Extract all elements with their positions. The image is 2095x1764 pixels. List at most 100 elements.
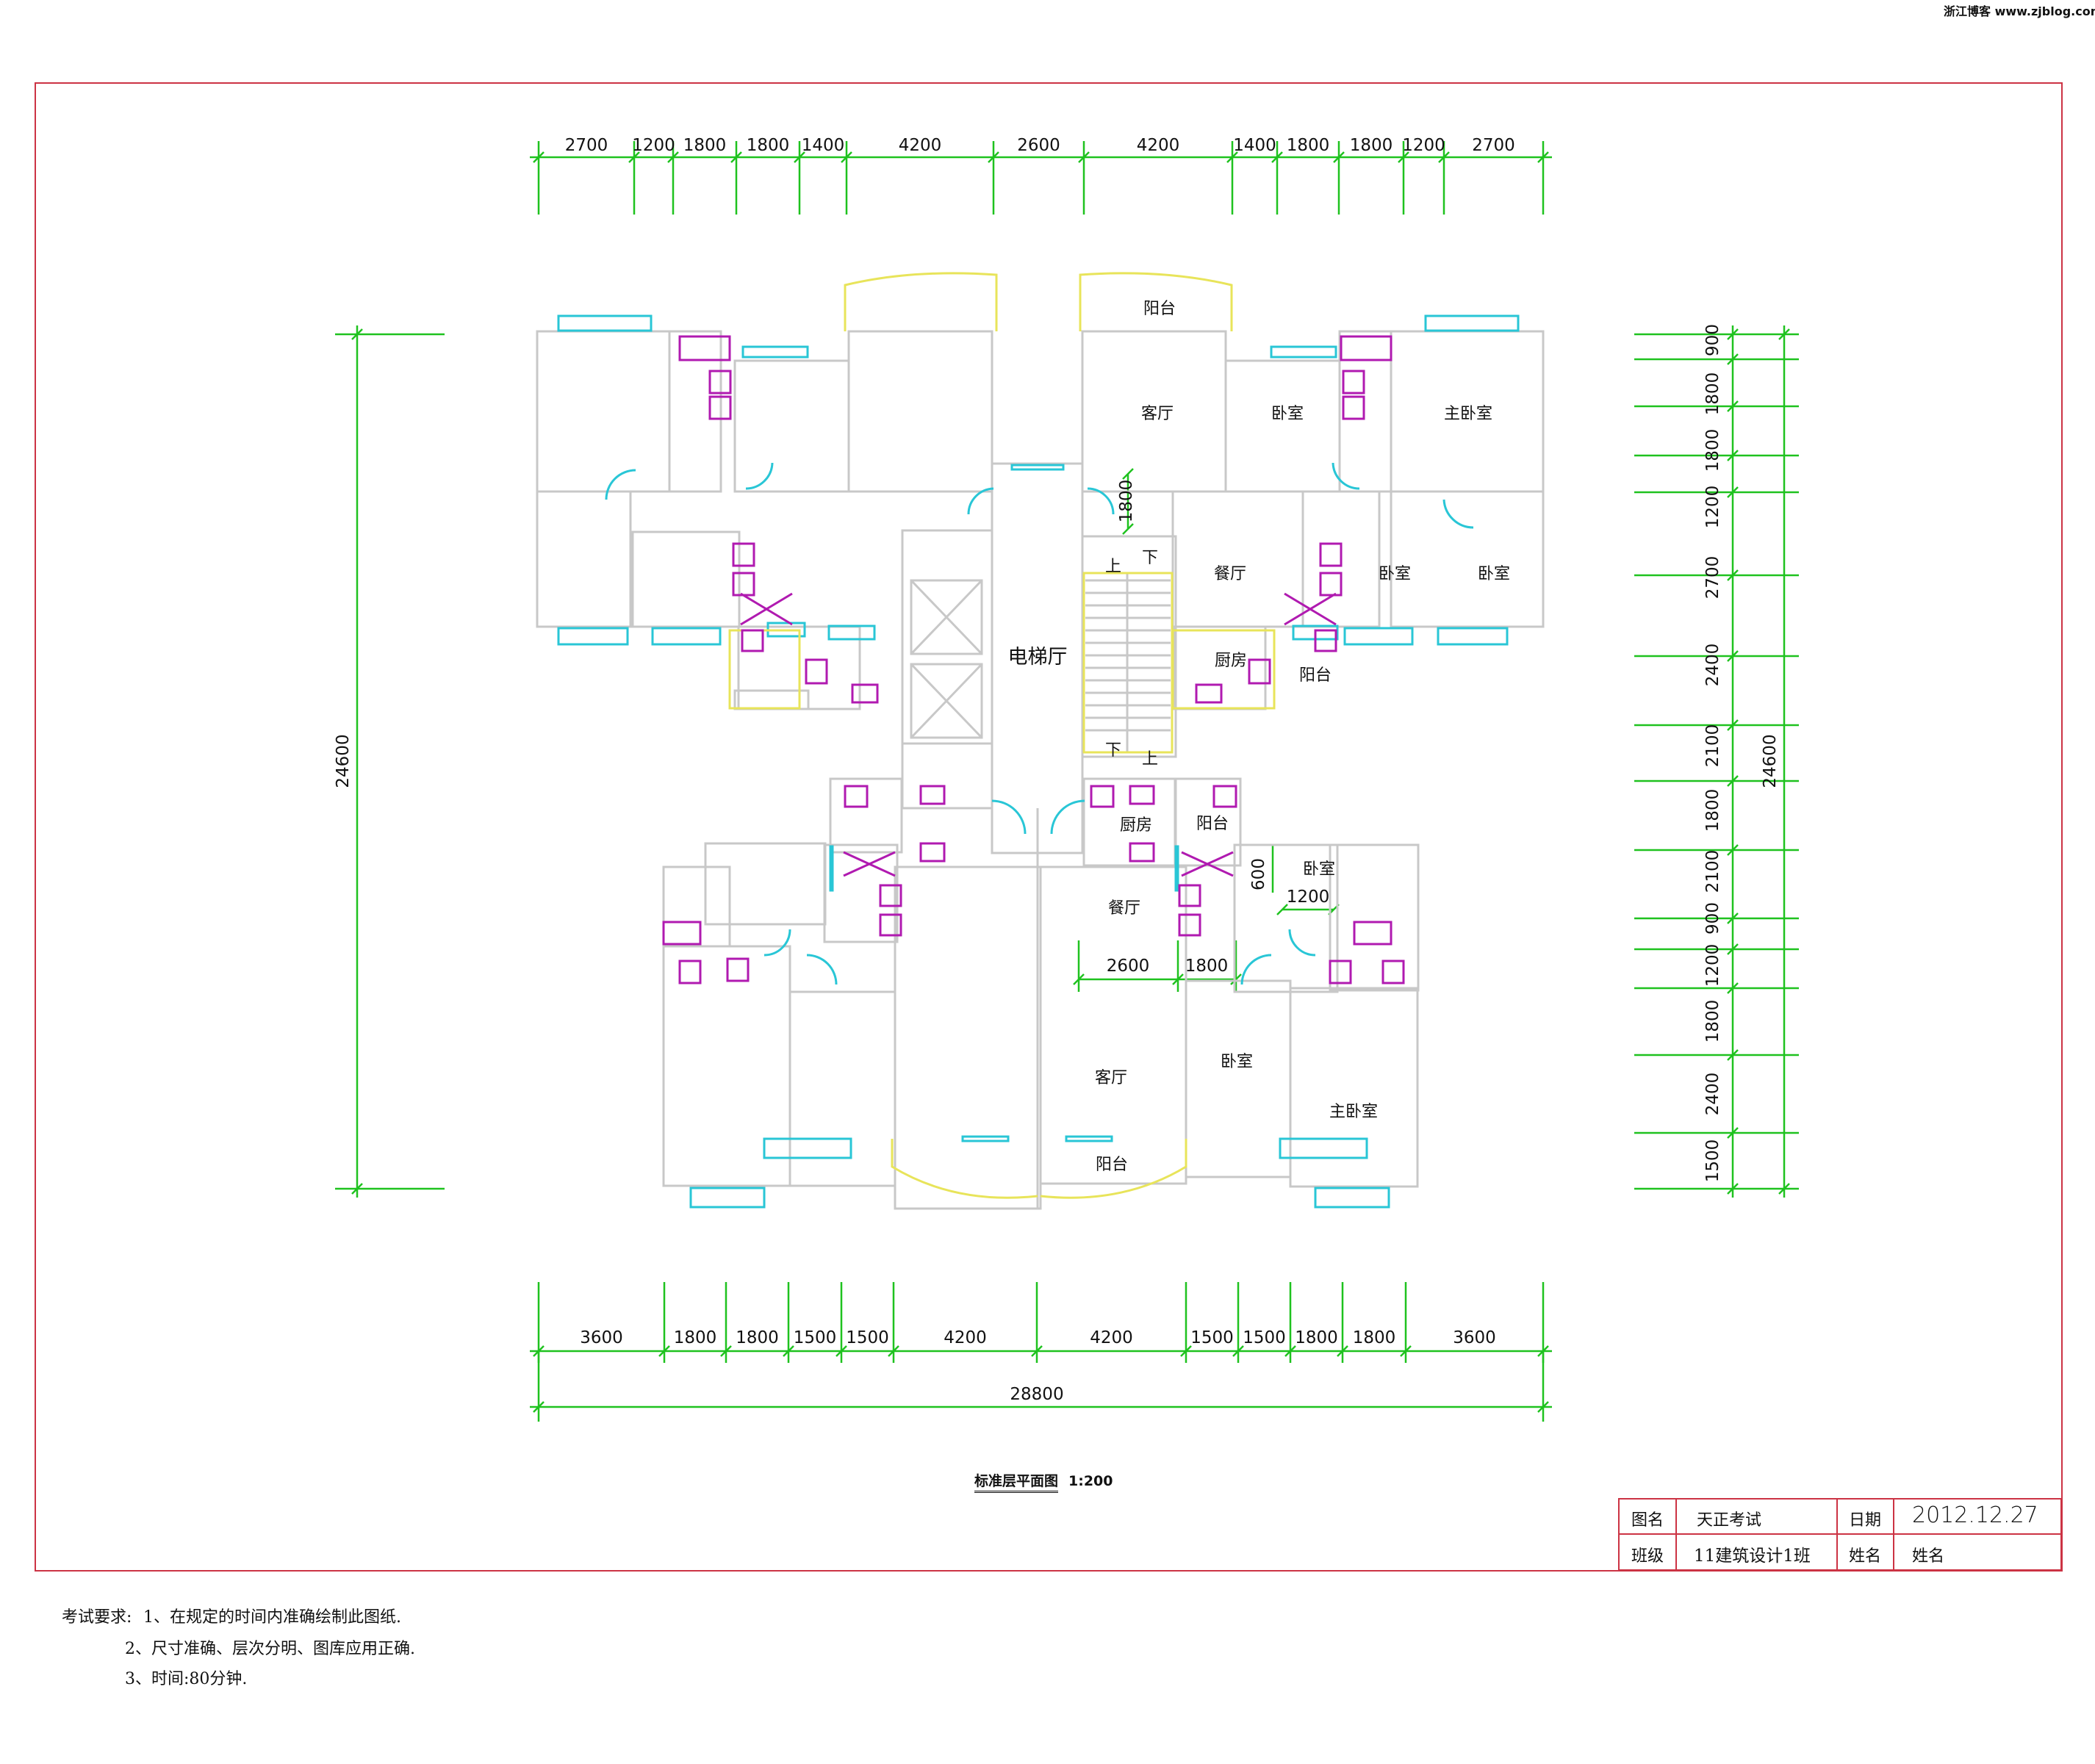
room-label: 阳台 — [1196, 815, 1229, 833]
sanitary-fixture — [1090, 785, 1115, 808]
bottom-dimension-value: 1500 — [1243, 1328, 1286, 1347]
inner-dimension-value: 600 — [1249, 858, 1268, 890]
sanitary-fixture — [1342, 395, 1365, 420]
drawing-name-value: 天正考试 — [1697, 1511, 1762, 1530]
top-dimension-value: 1200 — [1402, 136, 1445, 155]
top-dimension-value: 1400 — [1233, 136, 1276, 155]
right-dimension-value: 1800 — [1703, 429, 1722, 472]
door-swing — [967, 487, 994, 515]
sanitary-fixture — [1340, 335, 1393, 361]
left-dimension-value: 24600 — [334, 734, 353, 788]
room-label: 餐厅 — [1108, 899, 1140, 918]
right-dimension-value: 2700 — [1703, 556, 1722, 600]
bottom-dimension-value: 1800 — [1353, 1328, 1396, 1347]
right-dimension-value: 900 — [1703, 902, 1722, 935]
dimension-tick — [1727, 569, 1739, 581]
class-label: 班级 — [1631, 1547, 1664, 1566]
dimension-tick — [1271, 151, 1283, 163]
wall-outline — [823, 843, 899, 943]
room-label: 阳台 — [1299, 666, 1332, 685]
wall-outline — [829, 777, 903, 854]
dimension-tick — [351, 328, 363, 340]
bottom-dimension-value: 1800 — [1295, 1328, 1338, 1347]
elevator-cross — [910, 663, 983, 739]
wall-outline — [1301, 490, 1381, 628]
dimension-tick — [1727, 353, 1739, 365]
dimension-tick — [1727, 719, 1739, 731]
room-label: 阳台 — [1096, 1156, 1128, 1174]
room-label: 卧室 — [1478, 565, 1510, 583]
wall-outline — [1329, 843, 1420, 992]
shower-cross — [1284, 592, 1337, 626]
dimension-tick — [1232, 1345, 1244, 1357]
dimension-tick — [783, 1345, 794, 1357]
wall-outline — [733, 689, 810, 710]
sanitary-fixture — [1353, 921, 1393, 946]
door-swing — [1087, 487, 1115, 515]
bottom-dimension-value: 1800 — [674, 1328, 717, 1347]
wall-outline — [536, 490, 632, 628]
right-dimension-value: 1800 — [1703, 789, 1722, 832]
drawing-scale: 1:200 — [1068, 1473, 1113, 1489]
dimension-tick — [1727, 775, 1739, 787]
drawing-border — [35, 82, 2063, 1572]
inner-dimension-value: 2600 — [1107, 957, 1150, 976]
window — [827, 624, 876, 641]
drawing-title: 标准层平面图 — [974, 1473, 1059, 1493]
window — [689, 1187, 766, 1209]
door-swing — [991, 799, 1027, 835]
bottom-dimension-value: 1500 — [1190, 1328, 1234, 1347]
wall-outline — [1390, 490, 1545, 628]
bottom-dimension-value: 4200 — [944, 1328, 987, 1347]
sanitary-fixture — [1248, 658, 1271, 685]
dimension-tick — [1276, 904, 1288, 915]
dimension-tick — [1226, 151, 1238, 163]
inner-dimension-value: 1800 — [1185, 957, 1229, 976]
dimension-tick — [1172, 973, 1184, 985]
dimension-tick — [888, 1345, 899, 1357]
top-dimension-value: 1800 — [1287, 136, 1330, 155]
requirement-1: 1、在规定的时间内准确绘制此图纸. — [143, 1608, 401, 1627]
inner-dimension-value: 1200 — [1287, 888, 1330, 907]
door-swing — [605, 469, 636, 500]
top-dimension-value: 2700 — [565, 136, 608, 155]
wall-outline — [788, 990, 896, 1187]
sanitary-fixture — [1314, 629, 1337, 652]
right-dimension-value: 1500 — [1703, 1140, 1722, 1183]
dimension-tick — [1031, 1345, 1043, 1357]
sanitary-fixture — [678, 335, 731, 361]
sanitary-fixture — [732, 542, 755, 567]
sanitary-fixture — [1129, 842, 1155, 863]
requirement-3: 3、时间:80分钟. — [125, 1670, 248, 1688]
sanitary-fixture — [1195, 683, 1223, 704]
window — [829, 845, 834, 892]
room-label: 卧室 — [1221, 1053, 1253, 1071]
right-dimension-value: 1200 — [1703, 486, 1722, 529]
sanitary-fixture — [726, 957, 750, 982]
door-swing — [745, 462, 774, 490]
room-label: 厨房 — [1120, 816, 1152, 835]
elevator-hall-label: 电梯厅 — [1008, 646, 1068, 669]
dimension-tick — [1180, 1345, 1192, 1357]
wall-outline — [1224, 359, 1341, 493]
dimension-tick — [1778, 1183, 1790, 1195]
dimension-tick — [1230, 973, 1242, 985]
sanitary-fixture — [1329, 960, 1352, 984]
wall-outline — [662, 865, 731, 948]
shower-cross — [1181, 851, 1234, 877]
wall-outline — [631, 530, 741, 628]
elevator-cross — [910, 579, 983, 655]
room-label: 餐厅 — [1214, 565, 1246, 583]
sanitary-fixture — [1319, 572, 1343, 597]
bottom-dimension-value: 3600 — [1453, 1328, 1496, 1347]
dimension-tick — [1078, 151, 1090, 163]
window — [741, 345, 809, 359]
dimension-lines — [335, 141, 1799, 1422]
sanitary-fixture — [1212, 785, 1237, 808]
window — [1065, 1135, 1113, 1142]
dimension-tick — [1337, 1345, 1348, 1357]
dimension-tick — [720, 1345, 732, 1357]
wall-outline — [901, 742, 993, 810]
